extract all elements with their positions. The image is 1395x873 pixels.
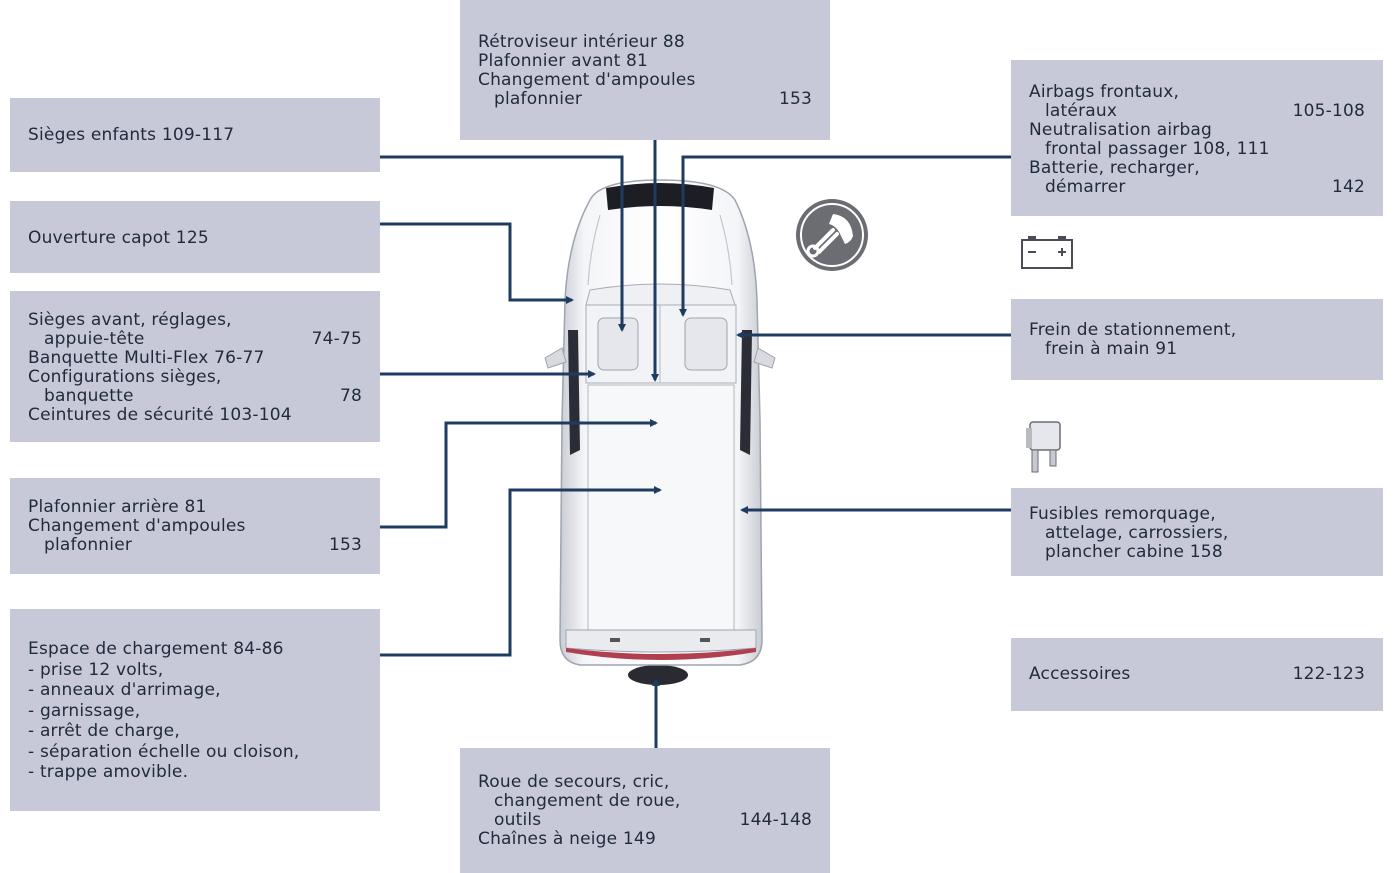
list-item: - trappe amovible. [28,762,189,782]
text-changement-ampoules: Changement d'ampoules [28,516,246,536]
text-accessoires: Accessoires [1029,664,1131,684]
list-item: - séparation échelle ou cloison, [28,741,300,762]
page-ref: 105-108 [1292,101,1365,121]
text-attelage: attelage, carrossiers, [1045,523,1229,543]
callout-roue-secours: Roue de secours, cric, changement de rou… [460,748,830,873]
page-ref: 144-148 [739,810,812,830]
page-ref: 122-123 [1292,664,1365,684]
text-plafonnier-avant: Plafonnier avant 81 [478,51,649,71]
text-espace-chargement: Espace de chargement 84-86 [28,639,284,659]
text-roue-secours: Roue de secours, cric, [478,772,670,792]
page-ref: 142 [1331,177,1365,197]
text-ceintures: Ceintures de sécurité 103-104 [28,405,292,425]
text-demarrer: démarrer [1045,177,1126,197]
text-airbags: Airbags frontaux, [1029,82,1180,102]
text-plafonnier: plafonnier [44,535,133,555]
list-item: - garnissage, [28,700,141,721]
page-ref: 153 [328,535,362,555]
text-plancher-cabine: plancher cabine 158 [1045,542,1223,562]
text-changement-ampoules: Changement d'ampoules [478,70,696,90]
text-retroviseur: Rétroviseur intérieur 88 [478,32,685,52]
text-configurations: Configurations sièges, [28,367,222,387]
callout-fusibles: Fusibles remorquage, attelage, carrossie… [1011,488,1383,576]
text-neutralisation: Neutralisation airbag [1029,120,1213,140]
battery-icon [1021,236,1073,269]
text-lateraux: latéraux [1045,101,1118,121]
service-wrench-icon [796,199,868,271]
text-frontal-passager: frontal passager 108, 111 [1045,139,1270,159]
page-ref: 74-75 [311,329,362,349]
text-sieges-enfants: Sièges enfants 109-117 [28,125,235,145]
callout-ouverture-capot: Ouverture capot 125 [10,201,380,273]
text-frein-main: frein à main 91 [1045,339,1178,359]
callout-retroviseur: Rétroviseur intérieur 88 Plafonnier avan… [460,0,830,140]
callout-sieges-enfants: Sièges enfants 109-117 [10,98,380,172]
callout-espace-chargement: Espace de chargement 84-86 - prise 12 vo… [10,609,380,811]
list-item: - arrêt de charge, [28,721,180,741]
fuse-icon [1026,421,1061,473]
text-sieges-avant: Sièges avant, réglages, [28,310,232,330]
page-ref: 153 [778,89,812,109]
text-changement-roue: changement de roue, [494,791,681,811]
callout-plafonnier-arriere: Plafonnier arrière 81 Changement d'ampou… [10,478,380,574]
text-batterie: Batterie, recharger, [1029,158,1200,178]
text-outils: outils [494,810,542,830]
callout-accessoires: Accessoires 122-123 [1011,638,1383,711]
page-ref: 78 [339,386,362,406]
text-frein-stationnement: Frein de stationnement, [1029,320,1237,340]
callout-airbags: Airbags frontaux, latéraux 105-108 Neutr… [1011,60,1383,216]
text-appuie-tete: appuie-tête [44,329,145,349]
text-chaines-neige: Chaînes à neige 149 [478,829,656,849]
text-banquette: banquette [44,386,134,406]
callout-frein: Frein de stationnement, frein à main 91 [1011,299,1383,380]
list-item: - anneaux d'arrimage, [28,680,221,700]
callout-sieges-avant: Sièges avant, réglages, appuie-tête 74-7… [10,291,380,442]
text-plafonnier: plafonnier [494,89,583,109]
text-ouverture-capot: Ouverture capot 125 [28,228,209,248]
text-fusibles: Fusibles remorquage, [1029,504,1216,524]
text-plafonnier-arriere: Plafonnier arrière 81 [28,497,207,517]
list-item: - prise 12 volts, [28,659,164,680]
text-banquette-multiflex: Banquette Multi-Flex 76-77 [28,348,265,368]
